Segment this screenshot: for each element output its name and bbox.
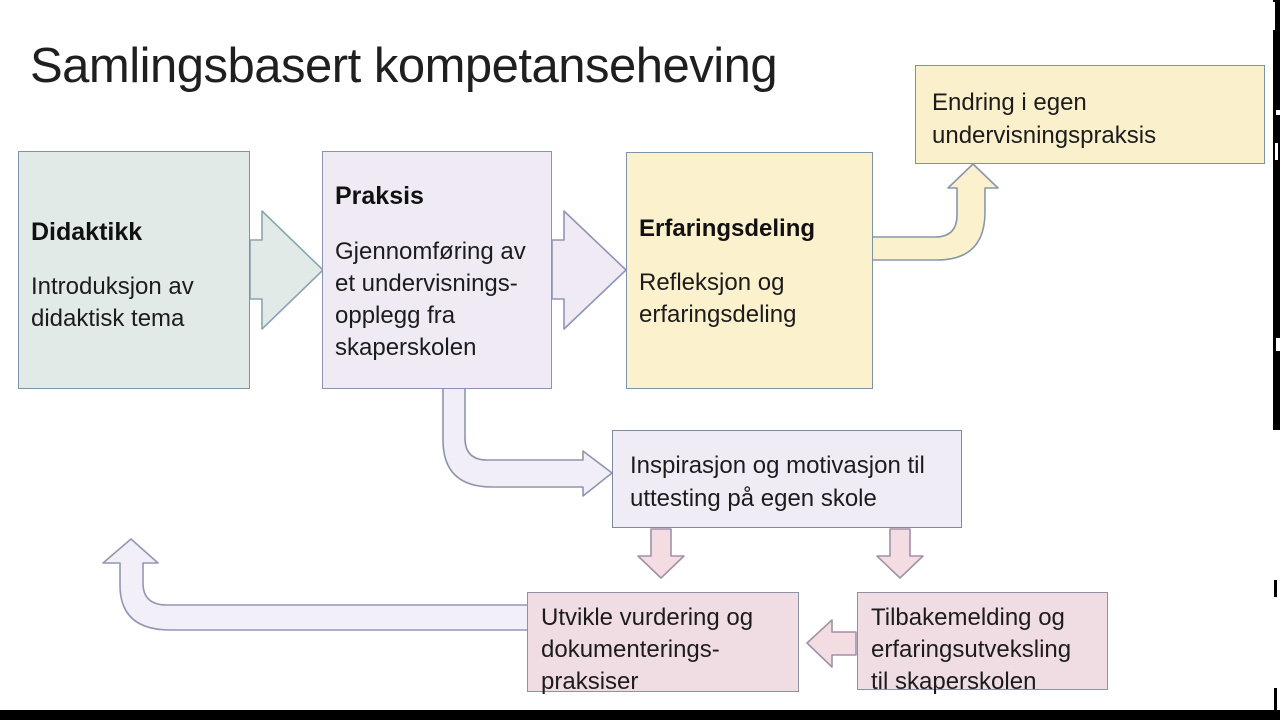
box-utvikle: Utvikle vurdering og dokumenterings- pra… xyxy=(527,592,799,695)
box-erfaringsdeling-heading: Erfaringsdeling xyxy=(639,215,816,242)
box-inspirasjon: Inspirasjon og motivasjon til uttesting … xyxy=(612,430,962,528)
arrow-praksis-erfaringsdeling-icon xyxy=(551,210,627,330)
box-didaktikk: Didaktikk Introduksjon av didaktisk tema xyxy=(18,151,250,389)
clipped-ui-fragment xyxy=(1274,688,1277,712)
arrow-inspirasjon-tilbakemelding-icon xyxy=(876,528,924,579)
arrow-praksis-inspirasjon-icon xyxy=(442,386,613,497)
clipped-ui-fragment xyxy=(1273,2,1275,30)
slide-title: Samlingsbasert kompetanseheving xyxy=(30,39,778,93)
arrow-utvikle-loop-icon xyxy=(102,538,529,631)
arrow-tilbakemelding-utvikle-icon xyxy=(806,619,857,668)
letterbox-bottom-bar xyxy=(0,710,1280,720)
box-didaktikk-heading: Didaktikk xyxy=(31,218,143,246)
clipped-ui-fragment xyxy=(1276,110,1280,115)
box-praksis-body: Gjennomføring av et undervisnings- opple… xyxy=(335,238,526,361)
box-didaktikk-body: Introduksjon av didaktisk tema xyxy=(31,273,194,332)
box-praksis: Praksis Gjennomføring av et undervisning… xyxy=(322,151,552,389)
arrow-didaktikk-praksis-icon xyxy=(249,210,324,330)
clipped-ui-fragment xyxy=(1275,143,1278,160)
box-tilbakemelding-text: Tilbakemelding og erfaringsutveksling ti… xyxy=(871,604,1072,695)
arrow-inspirasjon-utvikle-icon xyxy=(637,528,685,579)
clipped-ui-fragment xyxy=(1274,580,1277,597)
arrow-erfaringsdeling-endring-icon xyxy=(871,163,999,261)
box-utvikle-text: Utvikle vurdering og dokumenterings- pra… xyxy=(541,604,754,695)
box-erfaringsdeling-body: Refleksjon og erfaringsdeling xyxy=(639,269,797,328)
box-endring-text: Endring i egen undervisningspraksis xyxy=(932,89,1157,149)
box-tilbakemelding: Tilbakemelding og erfaringsutveksling ti… xyxy=(857,592,1108,695)
clipped-ui-fragment xyxy=(1276,338,1280,351)
box-praksis-heading: Praksis xyxy=(335,182,424,210)
box-endring: Endring i egen undervisningspraksis xyxy=(915,65,1265,164)
box-erfaringsdeling: Erfaringsdeling Refleksjon og erfaringsd… xyxy=(626,152,873,389)
clipped-panel-edge xyxy=(1273,0,1280,430)
box-inspirasjon-text: Inspirasjon og motivasjon til uttesting … xyxy=(630,452,925,512)
